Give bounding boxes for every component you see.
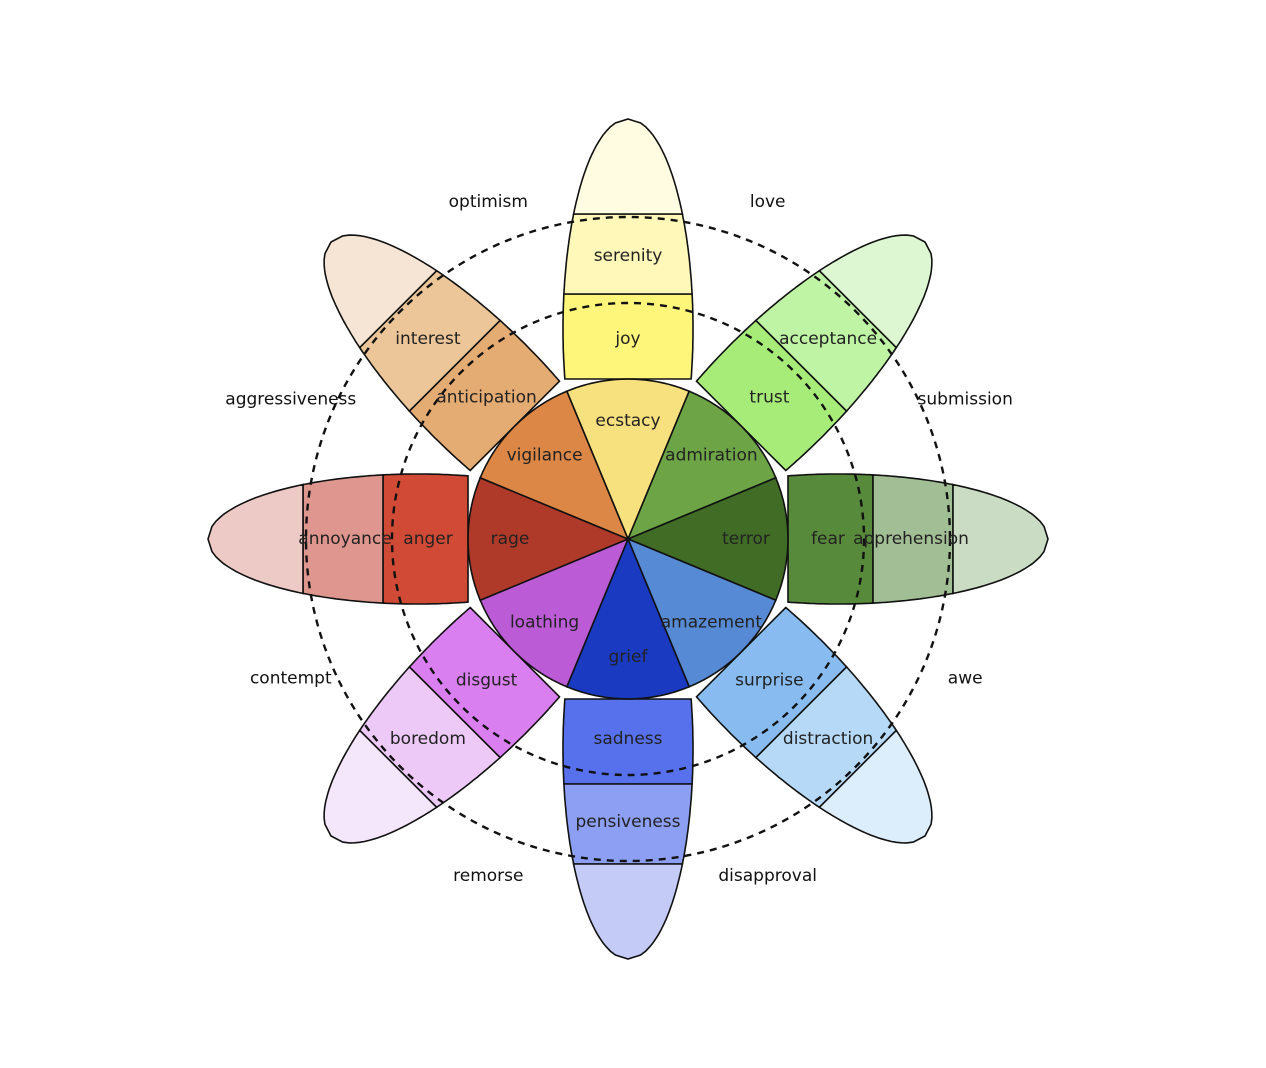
emotion-label-sadness: sadness xyxy=(593,729,662,749)
petal-1-band-3 xyxy=(818,234,933,349)
emotion-label-anticipation: anticipation xyxy=(436,388,536,408)
petal-2-band-3 xyxy=(952,483,1049,595)
core-wedge-2 xyxy=(625,476,789,602)
emotion-label-rage: rage xyxy=(491,529,530,549)
dyad-label-submission: submission xyxy=(918,389,1013,409)
petal-4-band-3 xyxy=(572,863,684,960)
emotion-label-disgust: disgust xyxy=(456,670,518,690)
emotion-label-trust: trust xyxy=(749,388,789,408)
emotion-label-interest: interest xyxy=(395,329,461,349)
emotion-label-acceptance: acceptance xyxy=(779,329,877,349)
emotion-label-amazement: amazement xyxy=(661,612,763,632)
emotion-label-boredom: boredom xyxy=(390,729,466,749)
petals-layer xyxy=(207,118,1049,960)
emotion-label-apprehension: apprehension xyxy=(853,529,969,549)
dyad-label-optimism: optimism xyxy=(449,192,528,212)
core-wedge-3 xyxy=(626,537,777,688)
petal-3-band-3 xyxy=(818,729,933,844)
emotion-label-admiration: admiration xyxy=(665,446,757,466)
petal-6-band-3 xyxy=(207,483,304,595)
dyad-label-aggressiveness: aggressiveness xyxy=(225,389,356,409)
core-wedge-6 xyxy=(467,476,631,602)
dyad-label-awe: awe xyxy=(948,669,983,689)
core-wedge-5 xyxy=(479,537,630,688)
petal-5-band-3 xyxy=(323,729,438,844)
dyad-label-remorse: remorse xyxy=(453,866,523,886)
emotion-label-fear: fear xyxy=(811,529,845,549)
emotion-label-pensiveness: pensiveness xyxy=(575,812,680,832)
inner-dashed-ring xyxy=(390,301,866,777)
dyad-label-disapproval: disapproval xyxy=(718,866,817,886)
core-layer xyxy=(467,378,789,700)
petal-0-band-3 xyxy=(572,118,684,215)
emotion-label-anger: anger xyxy=(403,529,452,549)
emotion-label-loathing: loathing xyxy=(510,612,579,632)
emotion-label-ecstacy: ecstacy xyxy=(595,411,660,431)
dyad-labels: love submission awe disapproval remorse conte… xyxy=(225,192,1013,886)
emotion-label-grief: grief xyxy=(609,647,649,667)
emotion-label-distraction: distraction xyxy=(783,729,873,749)
core-wedge-1 xyxy=(626,390,777,541)
emotion-label-annoyance: annoyance xyxy=(298,529,391,549)
petal-7-band-3 xyxy=(323,234,438,349)
dyad-label-contempt: contempt xyxy=(250,669,332,689)
outer-dashed-ring xyxy=(304,215,952,863)
emotion-label-serenity: serenity xyxy=(594,246,663,266)
emotion-labels: ecstacy joy serenity admiration trust accepta… xyxy=(298,246,969,832)
core-wedge-4 xyxy=(565,536,691,700)
emotion-label-joy: joy xyxy=(614,329,640,349)
core-wedge-7 xyxy=(479,390,630,541)
emotion-label-vigilance: vigilance xyxy=(507,446,583,466)
dyad-label-love: love xyxy=(750,192,786,212)
emotion-label-surprise: surprise xyxy=(735,670,803,690)
core-wedge-0 xyxy=(565,378,691,542)
emotion-label-terror: terror xyxy=(722,529,770,549)
